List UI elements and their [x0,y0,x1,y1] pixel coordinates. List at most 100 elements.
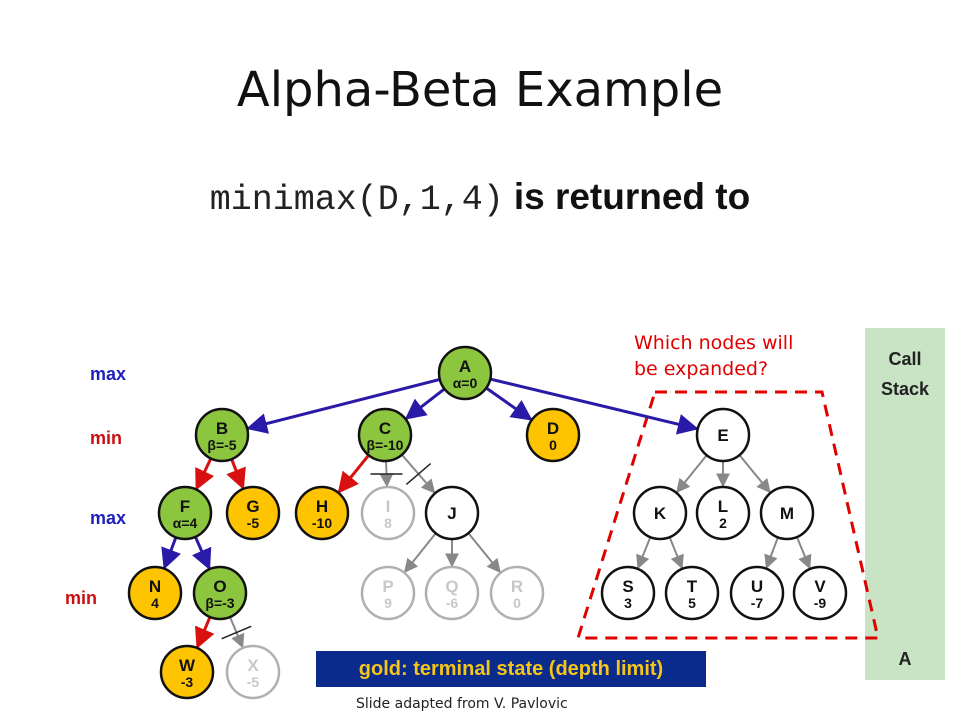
node-V: V-9 [792,565,848,621]
node-label-L: L [718,497,728,516]
node-label-S: S [622,577,633,596]
node-circle-V [792,565,848,621]
node-value-F: α=4 [173,515,198,531]
edge-F-O [191,536,212,571]
node-B: Bβ=-5 [194,407,250,463]
slide-subtitle: minimax(D,1,4)is returned to [0,176,960,220]
edge-B-F [195,457,215,491]
node-label-F: F [180,497,190,516]
node-circle-X [225,644,281,700]
node-value-G: -5 [247,515,260,531]
subtitle-code: minimax(D,1,4) [209,180,504,220]
node-label-Q: Q [445,577,458,596]
node-Q: Q-6 [424,565,480,621]
node-value-C: β=-10 [367,437,404,453]
edge-A-D [485,386,533,421]
edge-B-G [226,458,246,490]
prune-mark-O-X [221,625,252,640]
node-value-H: -10 [312,515,332,531]
node-U: U-7 [729,565,785,621]
node-I: I8 [360,485,416,541]
node-O: Oβ=-3 [192,565,248,621]
edge-A-B [246,377,441,434]
edge-E-K [676,454,708,494]
node-H: H-10 [294,485,350,541]
node-value-W: -3 [181,674,194,690]
node-S: S3 [600,565,656,621]
node-value-N: 4 [151,595,159,611]
node-label-W: W [179,656,196,675]
node-circle-M [759,485,815,541]
node-W: W-3 [159,644,215,700]
node-value-S: 3 [624,595,632,611]
node-label-G: G [246,497,259,516]
node-circle-J [424,485,480,541]
node-F: Fα=4 [157,485,213,541]
node-value-V: -9 [814,595,827,611]
legend-box: gold: terminal state (depth limit) [316,651,706,687]
node-M: M [759,485,815,541]
node-circle-G [225,485,281,541]
expansion-region-dashed-outline [575,390,880,640]
node-value-A: α=0 [453,375,478,391]
slide-title: Alpha-Beta Example [236,62,724,118]
node-N: N4 [127,565,183,621]
node-value-B: β=-5 [207,437,236,453]
edge-M-U [764,536,779,570]
subtitle-text: is returned to [513,176,751,217]
call-stack-panel: Call Stack A [865,328,945,680]
node-circle-K [632,485,688,541]
node-label-D: D [547,419,559,438]
node-circle-I [360,485,416,541]
level-label-max: max [90,508,126,528]
node-circle-T [664,565,720,621]
call-stack-title: Call Stack [880,349,930,399]
node-X: X-5 [225,644,281,700]
node-value-U: -7 [751,595,764,611]
node-circle-L [695,485,751,541]
node-R: R0 [489,565,545,621]
node-label-H: H [316,497,328,516]
call-stack-item: A [898,649,912,669]
level-label-min: min [65,588,97,608]
edge-C-H [337,454,370,494]
edge-E-M [738,454,771,494]
node-A: Aα=0 [437,345,493,401]
node-circle-N [127,565,183,621]
node-G: G-5 [225,485,281,541]
node-circle-H [294,485,350,541]
edge-K-S [636,536,652,570]
edge-J-P [403,532,437,574]
node-circle-F [157,485,213,541]
node-label-A: A [459,357,471,376]
node-label-E: E [717,426,728,445]
node-circle-D [525,407,581,463]
node-label-K: K [654,504,667,523]
node-value-P: 9 [384,595,392,611]
node-value-T: 5 [688,595,696,611]
level-label-min: min [90,428,122,448]
node-label-B: B [216,419,228,438]
question-text: Which nodes will be expanded? [634,332,794,380]
slide-credit: Slide adapted from V. Pavlovic [356,696,568,712]
level-label-max: max [90,364,126,384]
node-value-R: 0 [513,595,521,611]
node-J: J [424,485,480,541]
node-value-X: -5 [247,674,260,690]
node-circle-C [357,407,413,463]
node-circle-Q [424,565,480,621]
node-label-N: N [149,577,161,596]
edge-J-R [467,532,501,574]
prune-mark-C-J [405,463,432,485]
node-label-U: U [751,577,763,596]
node-D: D0 [525,407,581,463]
node-E: E [695,407,751,463]
edge-A-E [489,377,699,435]
node-T: T5 [664,565,720,621]
edge-A-C [404,387,446,420]
node-C: Cβ=-10 [357,407,413,463]
node-circle-P [360,565,416,621]
node-label-R: R [511,577,523,596]
